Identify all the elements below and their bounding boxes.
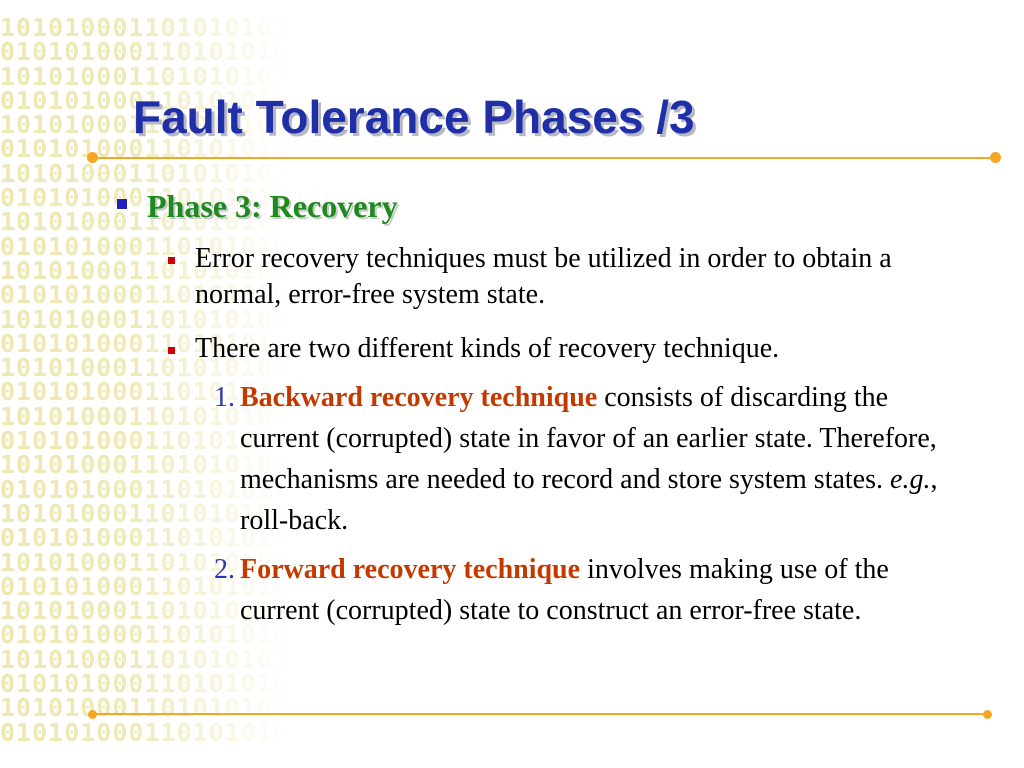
phase-heading-text: Phase 3: Recovery: [147, 188, 398, 224]
square-bullet-icon: [117, 199, 127, 209]
square-bullet-icon: [168, 257, 175, 264]
footer-divider: [92, 713, 988, 715]
term-forward-recovery: Forward recovery technique: [240, 554, 581, 585]
binary-pattern-background: 101010001101010101 010101000110101010 10…: [0, 16, 289, 747]
term-backward-recovery: Backward recovery technique: [240, 382, 598, 413]
footer-left-dot: [88, 710, 97, 719]
bullet-item: There are two different kinds of recover…: [168, 331, 965, 367]
square-bullet-icon: [168, 347, 175, 354]
item-text-end: , roll-back.: [240, 464, 938, 536]
item-text: consists of discarding the current (corr…: [240, 382, 937, 495]
bullet-text: Error recovery techniques must be utiliz…: [195, 243, 892, 310]
bullet-text: There are two different kinds of recover…: [195, 333, 780, 364]
item-number: 1.: [214, 382, 235, 413]
divider-right-dot: [990, 152, 1001, 163]
item-number: 2.: [214, 554, 235, 585]
title-divider: [92, 157, 995, 159]
numbered-item: 2.Forward recovery technique involves ma…: [214, 549, 970, 631]
divider-left-dot: [87, 152, 98, 163]
bullet-item: Error recovery techniques must be utiliz…: [168, 241, 965, 313]
phase-heading: Phase 3: Recovery: [117, 188, 398, 225]
footer-right-dot: [983, 710, 992, 719]
example-abbrev: e.g.: [890, 464, 931, 495]
item-text: involves making use of the current (corr…: [240, 554, 889, 626]
slide-title: Fault Tolerance Phases /3: [133, 91, 695, 143]
numbered-item: 1.Backward recovery technique consists o…: [214, 377, 970, 541]
